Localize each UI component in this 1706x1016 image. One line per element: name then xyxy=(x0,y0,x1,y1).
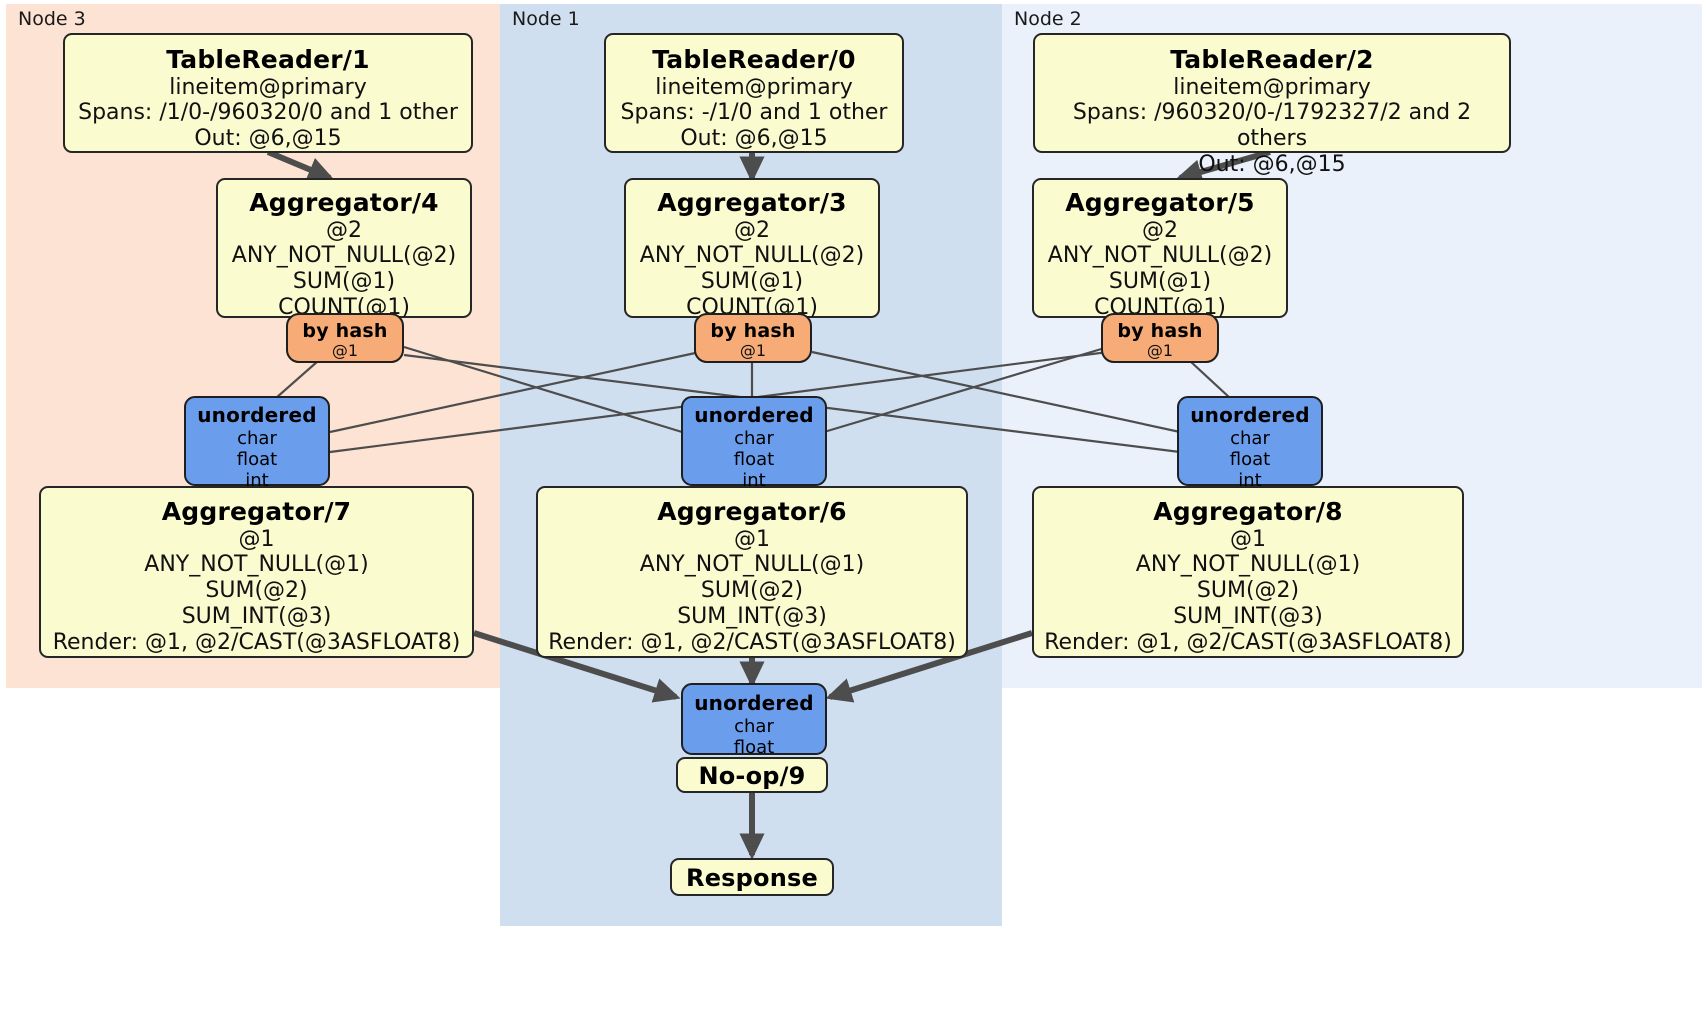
processor-aggregator-3[interactable]: Aggregator/3 @2 ANY_NOT_NULL(@2) SUM(@1)… xyxy=(624,178,880,320)
synchronizer-title: unordered xyxy=(694,403,814,427)
processor-table-reader-0[interactable]: TableReader/0 lineitem@primary Spans: -/… xyxy=(604,33,904,153)
processor-title: Response xyxy=(686,864,818,892)
synchronizer-unordered-final[interactable]: unordered char float xyxy=(681,683,827,758)
processor-detail-line: Spans: /1/0-/960320/0 and 1 other xyxy=(78,100,458,126)
processor-aggregator-8[interactable]: Aggregator/8 @1 ANY_NOT_NULL(@1) SUM(@2)… xyxy=(1032,486,1464,658)
synchronizer-title: unordered xyxy=(1190,403,1310,427)
router-detail-line: @1 xyxy=(331,341,359,361)
processor-title: TableReader/1 xyxy=(166,45,370,74)
processor-detail-line: Render: @1, @2/CAST(@3ASFLOAT8) xyxy=(548,630,956,656)
synchronizer-unordered-left[interactable]: unordered char float int xyxy=(184,396,330,491)
processor-detail-line: SUM(@1) xyxy=(700,269,804,295)
synchronizer-title: unordered xyxy=(694,691,814,715)
processor-title: TableReader/2 xyxy=(1170,45,1374,74)
processor-detail-line: lineitem@primary xyxy=(169,74,367,100)
processor-detail-line: SUM_INT(@3) xyxy=(1173,604,1323,630)
synchronizer-type-line: float xyxy=(733,736,775,758)
processor-detail-line: SUM_INT(@3) xyxy=(181,604,332,630)
synchronizer-type-line: char xyxy=(734,715,774,737)
synchronizer-type-line: int xyxy=(1238,470,1262,492)
processor-detail-line: Spans: -/1/0 and 1 other xyxy=(620,100,888,126)
processor-detail-line: SUM(@1) xyxy=(1108,269,1212,295)
processor-title: TableReader/0 xyxy=(652,45,856,74)
router-detail-line: @1 xyxy=(1146,341,1174,361)
processor-detail-line: SUM_INT(@3) xyxy=(677,604,827,630)
processor-detail-line: SUM(@2) xyxy=(700,578,804,604)
processor-table-reader-2[interactable]: TableReader/2 lineitem@primary Spans: /9… xyxy=(1033,33,1511,177)
processor-aggregator-5[interactable]: Aggregator/5 @2 ANY_NOT_NULL(@2) SUM(@1)… xyxy=(1032,178,1288,320)
synchronizer-title: unordered xyxy=(197,403,317,427)
router-by-hash-left[interactable]: by hash @1 xyxy=(286,313,404,363)
synchronizer-unordered-right[interactable]: unordered char float int xyxy=(1177,396,1323,491)
processor-detail-line: @1 xyxy=(1230,526,1266,552)
processor-detail-line: ANY_NOT_NULL(@2) xyxy=(639,243,865,269)
synchronizer-type-line: int xyxy=(245,470,269,492)
processor-detail-line: lineitem@primary xyxy=(655,74,853,100)
processor-detail-line: SUM(@1) xyxy=(292,269,396,295)
processor-detail-line: ANY_NOT_NULL(@2) xyxy=(231,243,457,269)
processor-aggregator-6[interactable]: Aggregator/6 @1 ANY_NOT_NULL(@1) SUM(@2)… xyxy=(536,486,968,658)
processor-title: Aggregator/4 xyxy=(249,188,439,217)
router-title: by hash xyxy=(710,320,796,342)
processor-detail-line: Render: @1, @2/CAST(@3ASFLOAT8) xyxy=(1044,630,1452,656)
processor-detail-line: @2 xyxy=(1142,217,1178,243)
processor-response[interactable]: Response xyxy=(670,858,834,896)
processor-table-reader-1[interactable]: TableReader/1 lineitem@primary Spans: /1… xyxy=(63,33,473,153)
processor-detail-line: Out: @6,@15 xyxy=(1198,152,1346,178)
synchronizer-type-line: float xyxy=(1229,448,1271,470)
processor-detail-line: Spans: /960320/0-/1792327/2 and 2 others xyxy=(1072,100,1472,152)
router-title: by hash xyxy=(302,320,388,342)
processor-detail-line: ANY_NOT_NULL(@1) xyxy=(1135,552,1361,578)
processor-title: Aggregator/8 xyxy=(1153,497,1343,526)
router-by-hash-right[interactable]: by hash @1 xyxy=(1101,313,1219,363)
processor-title: Aggregator/6 xyxy=(657,497,847,526)
processor-detail-line: ANY_NOT_NULL(@1) xyxy=(639,552,865,578)
processor-detail-line: ANY_NOT_NULL(@1) xyxy=(144,552,369,578)
processor-title: Aggregator/7 xyxy=(161,497,352,526)
processor-detail-line: ANY_NOT_NULL(@2) xyxy=(1047,243,1273,269)
processor-aggregator-4[interactable]: Aggregator/4 @2 ANY_NOT_NULL(@2) SUM(@1)… xyxy=(216,178,472,320)
synchronizer-type-line: float xyxy=(733,448,775,470)
processor-no-op-9[interactable]: No-op/9 xyxy=(676,757,828,793)
processor-detail-line: @1 xyxy=(734,526,770,552)
node-label-node1: Node 1 xyxy=(512,8,580,30)
synchronizer-type-line: char xyxy=(734,427,774,449)
processor-title: Aggregator/3 xyxy=(657,188,847,217)
processor-detail-line: @1 xyxy=(238,526,275,552)
router-by-hash-center[interactable]: by hash @1 xyxy=(694,313,812,363)
processor-title: Aggregator/5 xyxy=(1065,188,1255,217)
processor-title: No-op/9 xyxy=(698,762,806,790)
processor-detail-line: SUM(@2) xyxy=(1196,578,1300,604)
synchronizer-unordered-center[interactable]: unordered char float int xyxy=(681,396,827,491)
processor-detail-line: @2 xyxy=(734,217,770,243)
synchronizer-type-line: float xyxy=(236,448,278,470)
processor-detail-line: SUM(@2) xyxy=(205,578,308,604)
processor-detail-line: Out: @6,@15 xyxy=(194,126,342,152)
synchronizer-type-line: int xyxy=(742,470,766,492)
processor-detail-line: Render: @1, @2/CAST(@3ASFLOAT8) xyxy=(52,630,461,656)
node-label-node3: Node 3 xyxy=(18,8,86,30)
processor-detail-line: Out: @6,@15 xyxy=(680,126,828,152)
router-title: by hash xyxy=(1117,320,1203,342)
node-label-node2: Node 2 xyxy=(1014,8,1082,30)
synchronizer-type-line: char xyxy=(237,427,277,449)
processor-detail-line: @2 xyxy=(326,217,362,243)
router-detail-line: @1 xyxy=(739,341,767,361)
synchronizer-type-line: char xyxy=(1230,427,1270,449)
processor-aggregator-7[interactable]: Aggregator/7 @1 ANY_NOT_NULL(@1) SUM(@2)… xyxy=(39,486,474,658)
processor-detail-line: lineitem@primary xyxy=(1173,74,1371,100)
